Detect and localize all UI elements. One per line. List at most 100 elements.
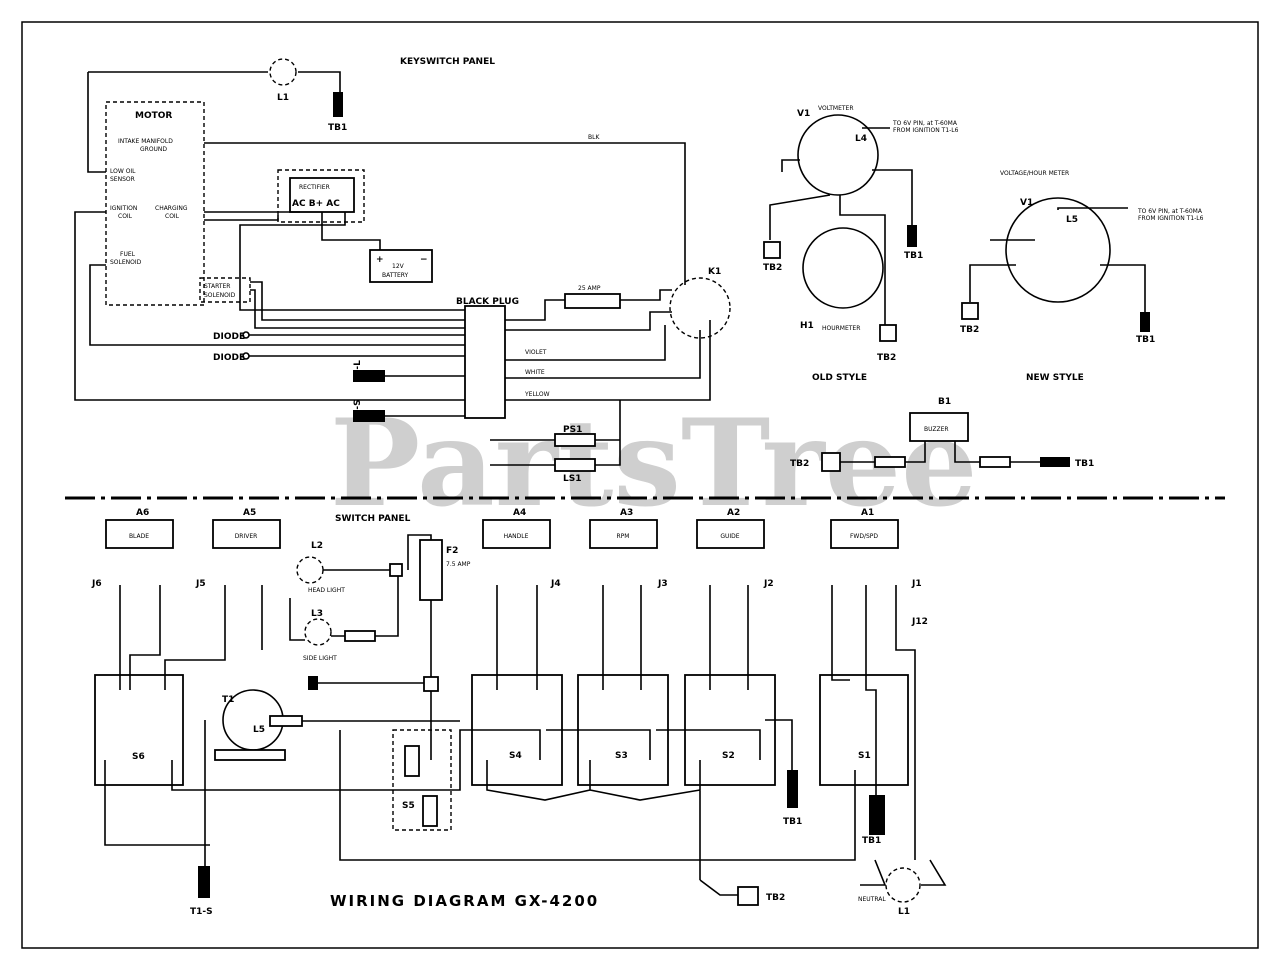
ign-label-1: IGNITION (110, 205, 137, 212)
module-label-a5: DRIVER (235, 533, 258, 540)
module-box-a1 (830, 519, 899, 549)
t1l-label: T1-L (353, 360, 363, 382)
l1-top-lamp (269, 58, 297, 86)
h1-hourmeter (802, 227, 884, 309)
rectifier-title: RECTIFIER (299, 184, 330, 191)
starter-solenoid-box (199, 277, 251, 303)
wire (769, 127, 913, 325)
l2-head-light (296, 556, 324, 584)
wire (249, 334, 465, 357)
tb1-buzzer-terminal (1040, 457, 1070, 467)
t1s-top-terminal (353, 410, 385, 422)
tb1-new-label: TB1 (1136, 335, 1155, 345)
wire (505, 311, 672, 331)
tb1-s2-terminal (787, 770, 798, 808)
module-box-a3 (589, 519, 658, 549)
fuel-label-1: FUEL (120, 251, 136, 258)
chg-label-1: CHARGING (155, 205, 188, 212)
starter-label-2: SOLENOID (204, 292, 236, 299)
diode-2-label: DIODE (213, 353, 245, 363)
wire (171, 719, 793, 791)
old-style-label: OLD STYLE (812, 373, 867, 383)
wire (239, 275, 465, 329)
yellow-label: YELLOW (524, 391, 550, 398)
jack-j2: J2 (763, 579, 774, 589)
buzzer-resistor-1 (874, 456, 906, 468)
wire (119, 585, 263, 690)
module-box-a4 (482, 519, 551, 549)
neutral-label: NEUTRAL (858, 896, 886, 903)
t1s-bottom-label: T1-S (190, 907, 213, 917)
module-box-a6 (105, 519, 174, 549)
switch-s5-label: S5 (402, 801, 415, 811)
vh-meter-label: VOLTAGE/HOUR METER (1000, 170, 1069, 177)
jack-j3: J3 (657, 579, 668, 589)
t1-resistor-2 (214, 749, 286, 761)
module-id-a4: A4 (513, 508, 526, 518)
switch-s1-box (819, 674, 909, 786)
voltmeter-label: VOLTMETER (818, 105, 854, 112)
t1-label: T1 (222, 695, 234, 705)
ign-label-2: COIL (118, 213, 133, 220)
f2-inline-terminal (308, 676, 318, 690)
lowoil-label-2: SENSOR (110, 176, 135, 183)
tb2-bottom-terminal (737, 886, 759, 906)
fuse-25amp-label: 25 AMP (578, 285, 601, 292)
ps1-switch (554, 433, 596, 447)
intake-label-2: GROUND (140, 146, 167, 153)
l5-label: L5 (253, 725, 265, 735)
tb1-s1-label: TB1 (862, 836, 881, 846)
v1-voltmeter (797, 114, 879, 196)
switch-s2-label: S2 (722, 751, 735, 761)
wire (204, 142, 686, 285)
battery-label: BATTERY (382, 272, 409, 279)
switch-s4-label: S4 (509, 751, 522, 761)
keyswitch-panel-title: KEYSWITCH PANEL (400, 57, 495, 67)
h1-label: H1 (800, 321, 814, 331)
wire (860, 859, 947, 886)
buzzer-box (909, 412, 969, 442)
new-note-2: FROM IGNITION T1-L6 (1138, 215, 1204, 222)
side-light-label: SIDE LIGHT (303, 655, 337, 662)
tb2-buzzer-terminal (821, 452, 841, 472)
diagram-frame (21, 21, 1259, 949)
l4-label: L4 (855, 134, 867, 144)
ps1-label: PS1 (563, 425, 582, 435)
wire (699, 879, 738, 896)
module-label-a1: FWD/SPD (850, 533, 878, 540)
module-id-a6: A6 (136, 508, 149, 518)
module-label-a4: HANDLE (504, 533, 529, 540)
f2-amp-label: 7.5 AMP (446, 561, 471, 568)
head-light-connector (389, 563, 403, 577)
module-label-a3: RPM (617, 533, 630, 540)
wire (969, 207, 1146, 312)
battery-minus: − (420, 255, 428, 265)
wire (204, 211, 346, 275)
wire (496, 585, 916, 860)
v1-label: V1 (797, 109, 810, 119)
motor-box (105, 101, 205, 306)
ls1-switch (554, 458, 596, 472)
fuse-25amp (564, 293, 621, 309)
l2-label: L2 (311, 541, 323, 551)
buzzer-resistor-2 (979, 456, 1011, 468)
jack-j1: J1 (911, 579, 922, 589)
t1s-bottom-terminal (198, 866, 210, 898)
old-note-1: TO 6V PIN, at T-60MA (892, 120, 958, 127)
b1-label: B1 (938, 397, 951, 407)
switch-s1-label: S1 (858, 751, 871, 761)
new-note-1: TO 6V PIN, at T-60MA (1137, 208, 1203, 215)
s5-contact-1 (404, 745, 420, 777)
rectifier-outline (277, 169, 365, 223)
buzzer-label: BUZZER (924, 426, 949, 433)
jack-j4: J4 (550, 579, 561, 589)
chg-label-2: COIL (165, 213, 180, 220)
module-box-a2 (696, 519, 765, 549)
wire (490, 439, 555, 466)
module-box-a5 (212, 519, 281, 549)
side-light-resistor (344, 630, 376, 642)
l1-top-label: L1 (277, 93, 289, 103)
wire (87, 71, 341, 173)
switch-s5-box (392, 729, 452, 831)
jack-j6: J6 (91, 579, 102, 589)
